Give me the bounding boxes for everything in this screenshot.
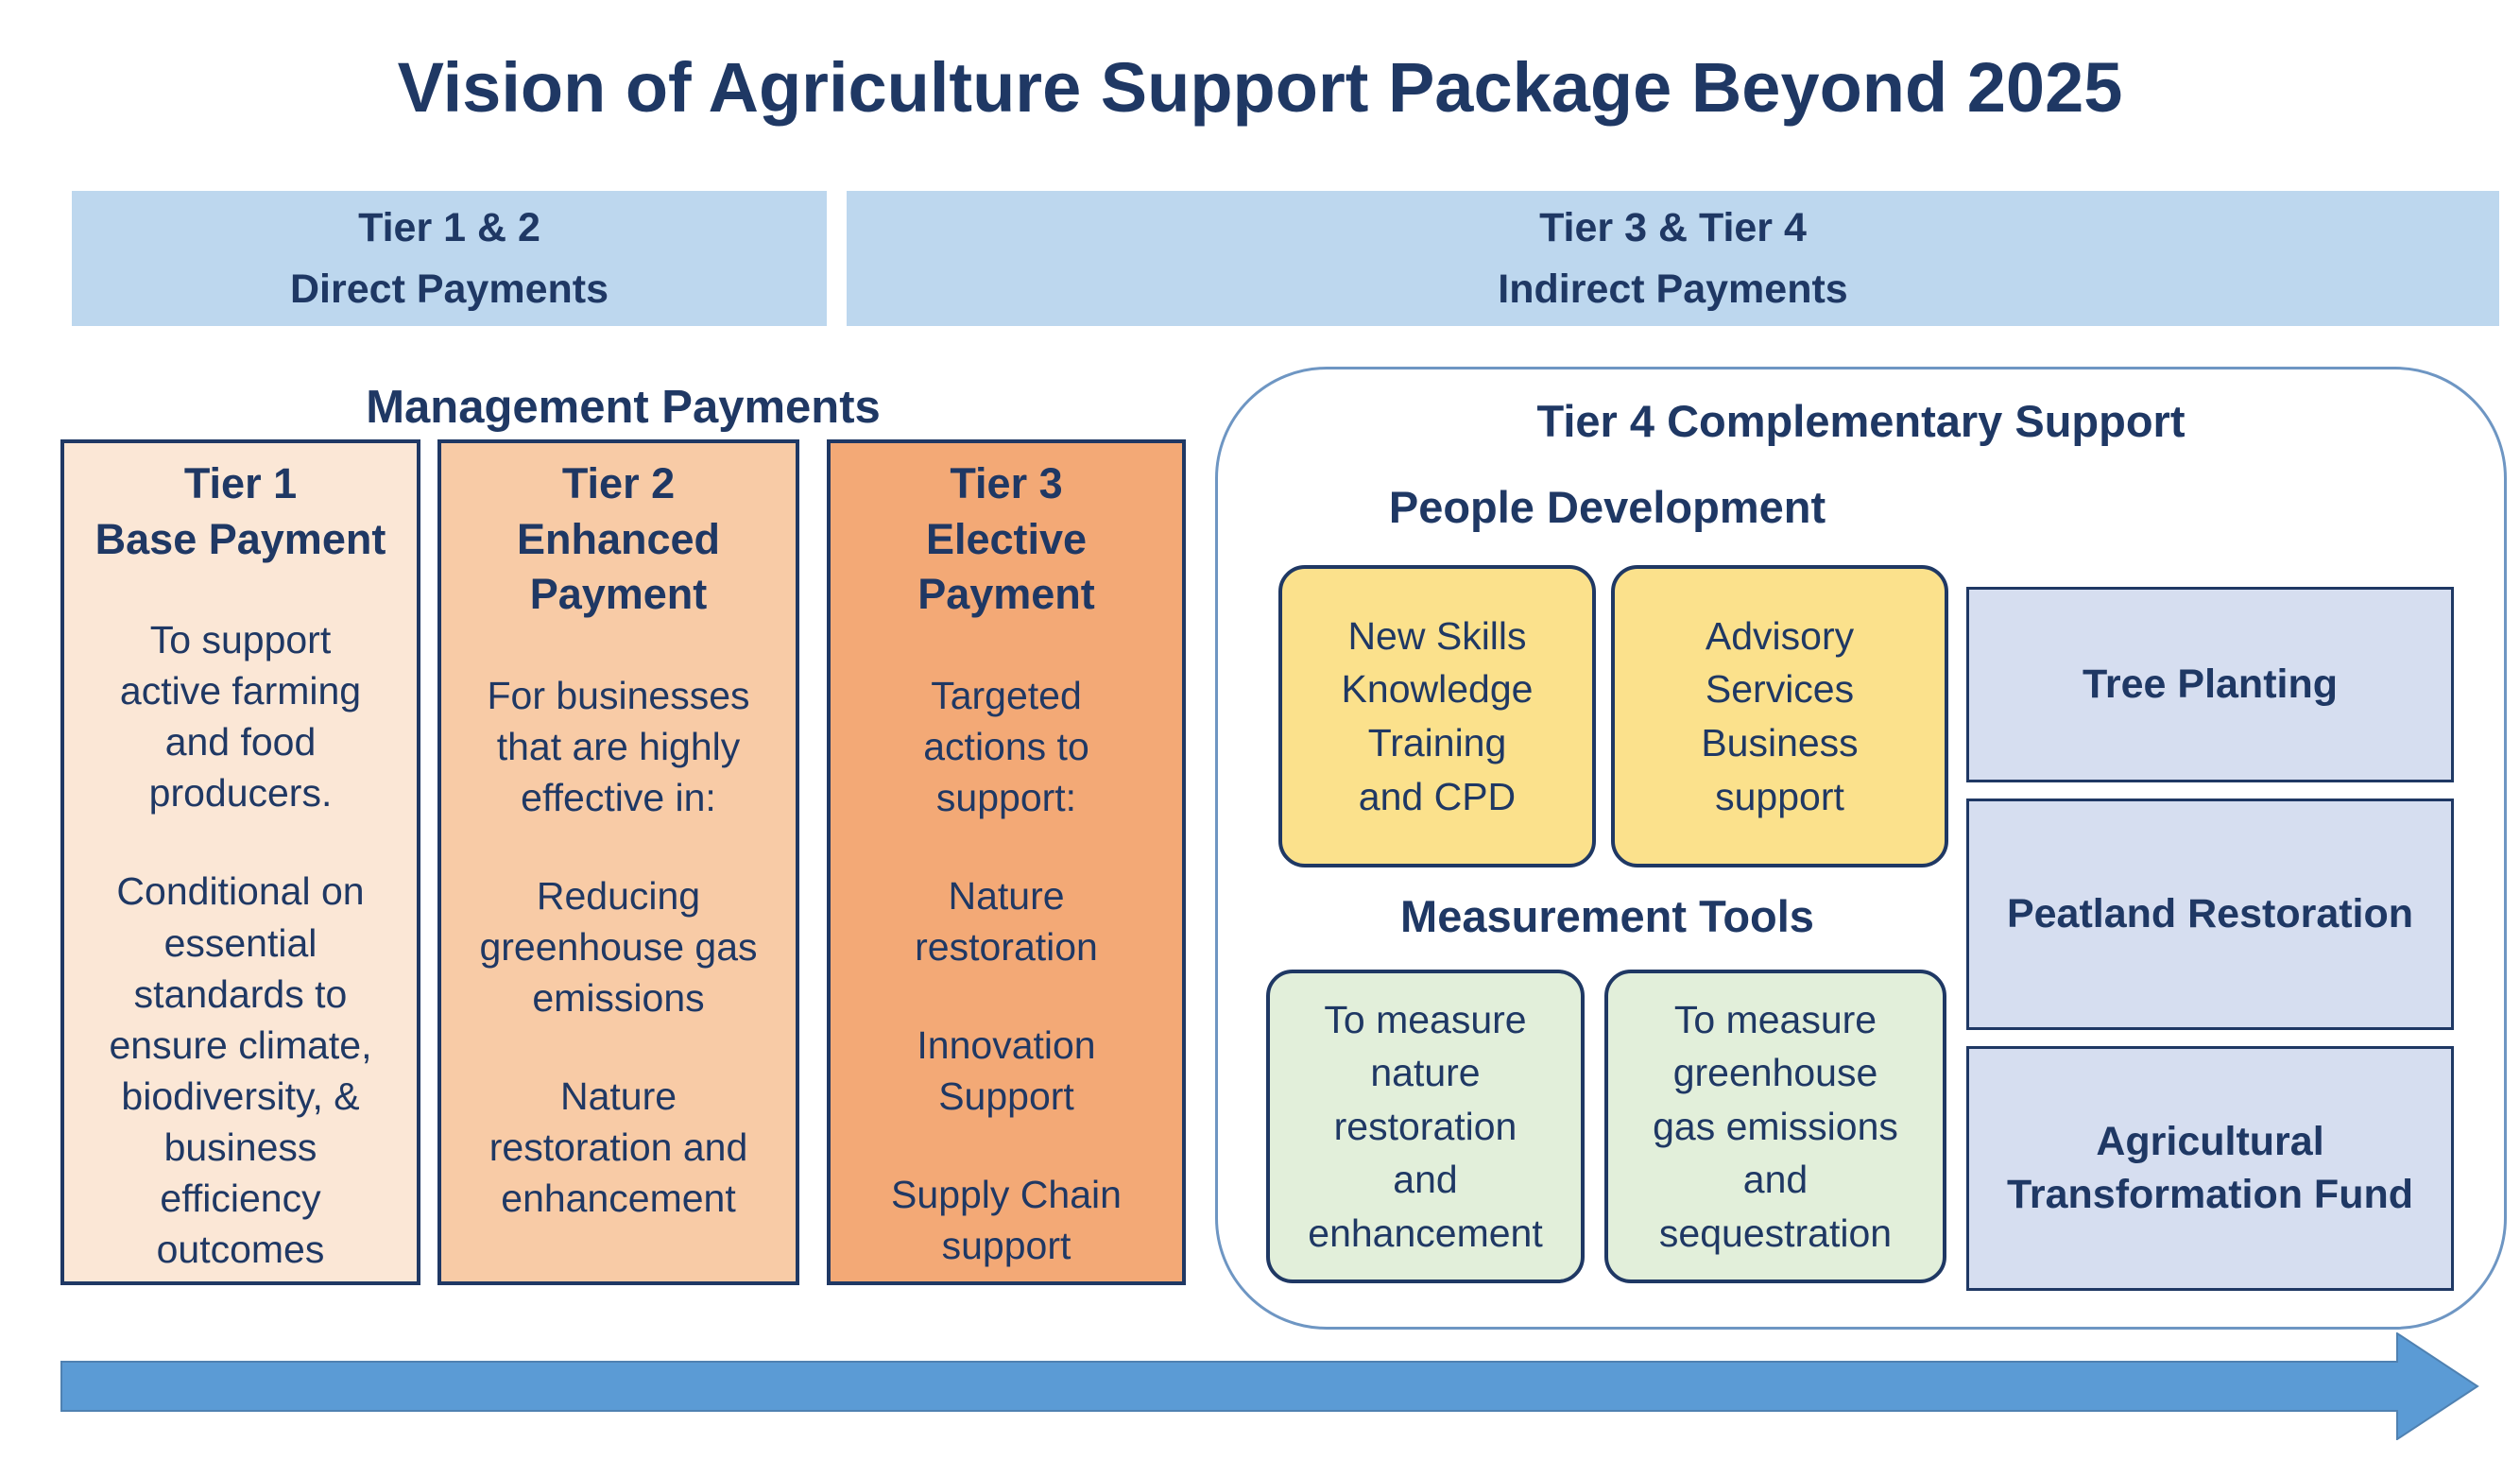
tier4-complementary-support-container: Tier 4 Complementary Support People Deve… xyxy=(1215,367,2507,1330)
tier3-paragraph: Nature restoration xyxy=(915,873,1098,969)
right-arrow-shape xyxy=(60,1332,2479,1440)
people-development-heading: People Development xyxy=(1388,482,1826,532)
header-bar-direct-payments: Tier 1 & 2 Direct Payments xyxy=(72,191,827,326)
tier3-paragraph: Innovation Support xyxy=(917,1023,1096,1119)
tier2-paragraph: Reducing greenhouse gas emissions xyxy=(479,873,758,1021)
tier1-column-title: Tier 1 Base Payment xyxy=(94,459,386,563)
tier1-base-payment-column: Tier 1 Base Payment To support active fa… xyxy=(60,439,420,1285)
measure-nature-box: To measure nature restoration and enhanc… xyxy=(1266,970,1585,1283)
header-bar-indirect-payments: Tier 3 & Tier 4 Indirect Payments xyxy=(847,191,2499,326)
agricultural-transformation-fund-box: Agricultural Transformation Fund xyxy=(1966,1046,2454,1291)
tier2-paragraph: For businesses that are highly effective… xyxy=(487,673,750,819)
tier3-elective-payment-column: Tier 3 Elective Payment Targeted actions… xyxy=(827,439,1186,1285)
tier1-paragraph: To support active farming and food produ… xyxy=(119,618,362,816)
tier2-enhanced-payment-column: Tier 2 Enhanced Payment For businesses t… xyxy=(437,439,799,1285)
tier2-paragraph: Nature restoration and enhancement xyxy=(489,1074,748,1221)
tier3-column-title: Tier 3 Elective Payment xyxy=(917,459,1095,618)
tier2-column-title: Tier 2 Enhanced Payment xyxy=(516,459,721,618)
peatland-restoration-box: Peatland Restoration xyxy=(1966,799,2454,1030)
tier1-paragraph: Conditional on essential standards to en… xyxy=(109,869,372,1272)
new-skills-box: New Skills Knowledge Training and CPD xyxy=(1278,565,1596,867)
management-payments-heading: Management Payments xyxy=(366,382,881,433)
forward-arrow-icon xyxy=(60,1332,2479,1440)
tier4-heading: Tier 4 Complementary Support xyxy=(1536,396,2186,446)
tree-planting-box: Tree Planting xyxy=(1966,587,2454,782)
page-title: Vision of Agriculture Support Package Be… xyxy=(397,48,2123,127)
tier3-paragraph: Supply Chain support xyxy=(891,1173,1122,1268)
measure-emissions-box: To measure greenhouse gas emissions and … xyxy=(1604,970,1946,1283)
tier3-paragraph: Targeted actions to support: xyxy=(923,673,1089,819)
measurement-tools-heading: Measurement Tools xyxy=(1400,891,1814,941)
advisory-services-box: Advisory Services Business support xyxy=(1611,565,1948,867)
